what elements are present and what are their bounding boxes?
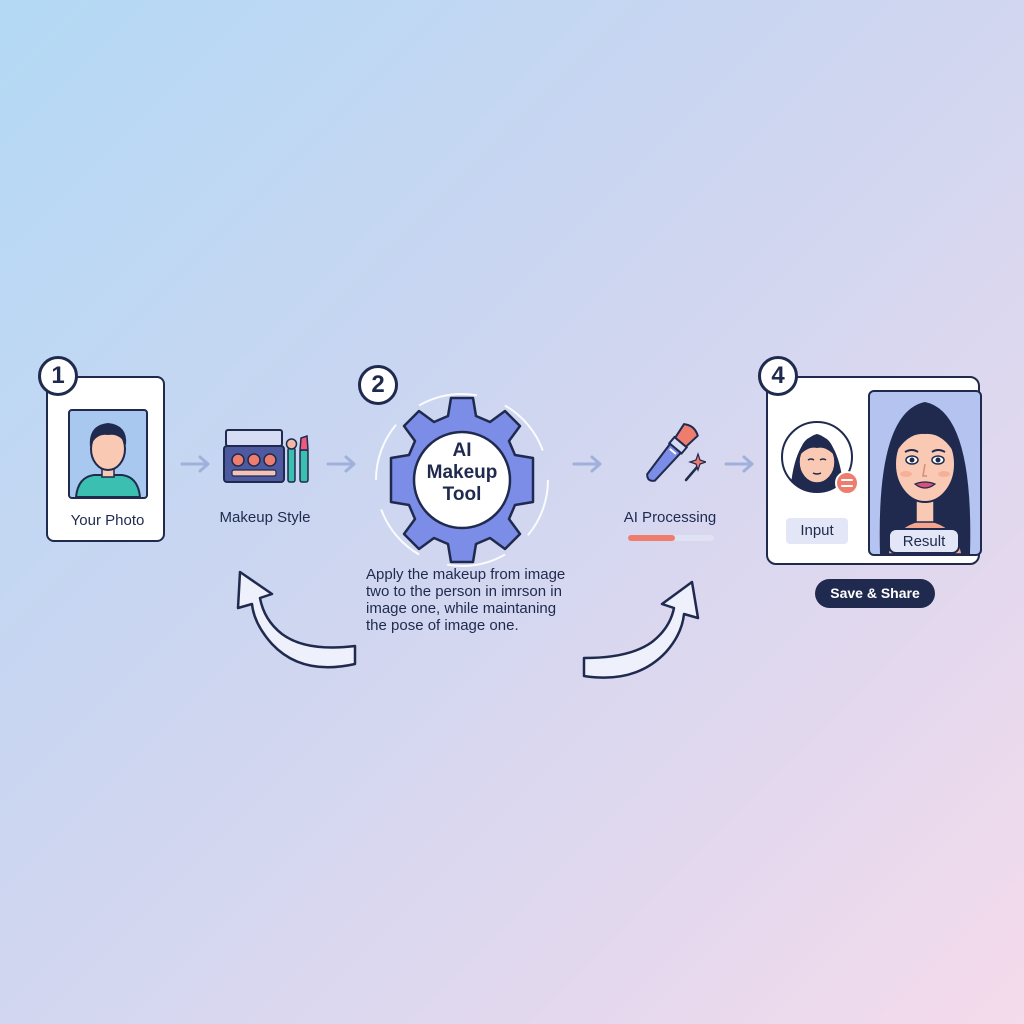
- result-label: Result: [888, 528, 960, 554]
- gear-icon: [375, 393, 549, 567]
- makeup-palette-icon: [223, 429, 309, 483]
- step-1-badge: 1: [38, 356, 78, 396]
- step-4-badge: 4: [758, 356, 798, 396]
- gear-title-line-2: Makeup: [426, 462, 498, 483]
- makeup-brush-icon: [646, 423, 706, 482]
- flow-arrow-1: [180, 455, 210, 473]
- save-share-button[interactable]: Save & Share: [815, 579, 935, 608]
- progress-bar: [628, 535, 714, 541]
- prompt-line-2: two to the person in imrson in: [366, 583, 562, 600]
- gear-title-line-3: Tool: [442, 484, 482, 505]
- equals-icon: [835, 471, 859, 495]
- loop-arrow-icon: [236, 570, 357, 669]
- gear-title: AI Makeup Tool: [412, 440, 512, 506]
- flow-arrow-2: [326, 455, 356, 473]
- step-4-card[interactable]: Input Result: [766, 376, 982, 565]
- ai-processing-label: AI Processing: [623, 509, 717, 526]
- makeup-style-label: Makeup Style: [219, 509, 311, 526]
- flow-arrow-3: [572, 455, 602, 473]
- progress-fill: [628, 535, 676, 541]
- face-thumbnail-icon: [781, 421, 853, 493]
- prompt-line-1: Apply the makeup from image: [366, 566, 566, 583]
- input-label: Input: [786, 518, 848, 544]
- step-1-card[interactable]: Your Photo: [46, 376, 165, 542]
- flow-arrow-4: [724, 455, 754, 473]
- loop-arrow-icon-2: [582, 580, 700, 679]
- user-photo-icon: [74, 423, 142, 497]
- step-2-badge: 2: [358, 365, 398, 405]
- prompt-line-4: the pose of image one.: [366, 617, 519, 634]
- result-panel: [868, 390, 982, 556]
- prompt-text: Apply the makeup from image two to the p…: [366, 566, 606, 634]
- user-photo-frame: [68, 409, 148, 499]
- gear-title-line-1: AI: [452, 440, 472, 461]
- step-1-label: Your Photo: [70, 512, 145, 529]
- prompt-line-3: image one, while maintaning: [366, 600, 557, 617]
